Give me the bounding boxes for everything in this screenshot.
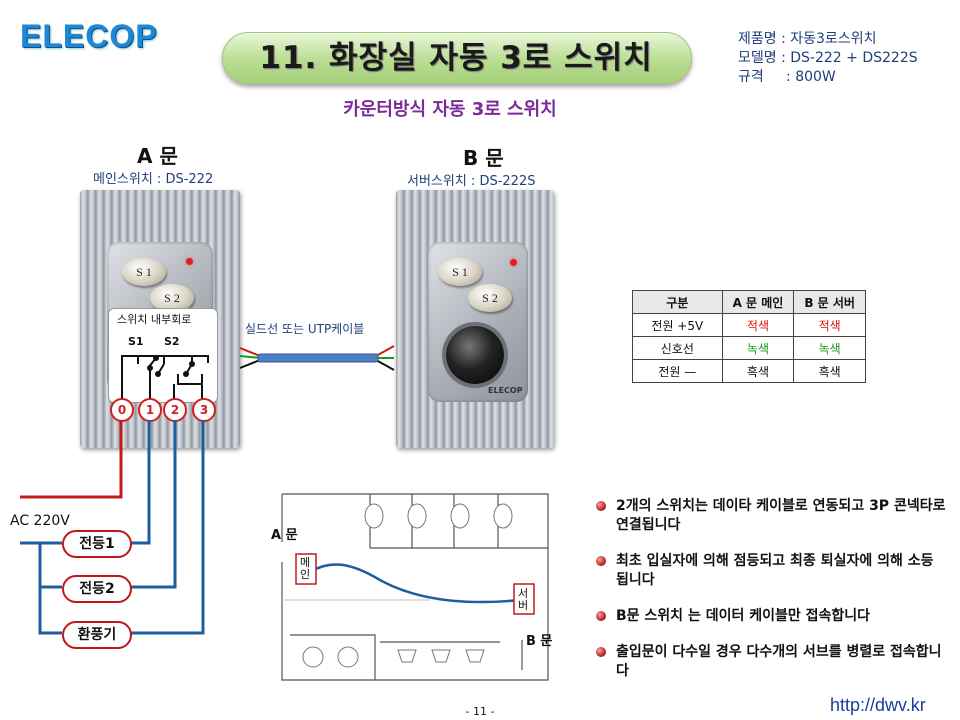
row-a-value: 흑색	[721, 359, 795, 383]
bullet-icon	[596, 501, 606, 511]
bullet-icon	[596, 647, 606, 657]
terminal-1: 1	[138, 398, 162, 422]
row-name: 신호선	[632, 336, 723, 360]
product-name-label: 제품명 :	[738, 31, 786, 47]
model-label: 모델명 :	[738, 50, 786, 66]
note-text: 2개의 스위치는 데이타 케이블로 연동되고 3P 콘넥타로 연결됩니다	[616, 498, 946, 533]
header-category: 구분	[632, 290, 723, 314]
note-item: 최초 입실자에 의해 점등되고 최종 퇴실자에 의해 소등됩니다	[596, 552, 946, 590]
header-b-server: B 문 서버	[793, 290, 866, 314]
plan-door-b: B 문	[526, 634, 553, 649]
title-banner	[222, 32, 692, 84]
note-item: B문 스위치 는 데이터 케이블만 접속합니다	[596, 607, 946, 626]
row-b-value: 적색	[793, 313, 866, 337]
note-text: 최초 입실자에 의해 점등되고 최종 퇴실자에 의해 소등됩니다	[616, 553, 934, 588]
model-value: DS-222 + DS222S	[790, 50, 918, 66]
page-title: 11. 화장실 자동 3로 스위치	[259, 40, 653, 76]
internal-s2-label: S2	[164, 335, 180, 348]
load-lamp-1: 전등1	[62, 530, 132, 558]
switch-b-led	[510, 259, 517, 266]
motion-sensor	[446, 326, 504, 384]
spec-label: 규격	[738, 69, 764, 85]
page-number: - 11 -	[465, 705, 495, 718]
bullet-icon	[596, 556, 606, 566]
product-name-row: 제품명 : 자동3로스위치	[738, 30, 918, 49]
switch-b-s2-button[interactable]: S 2	[468, 284, 512, 312]
row-a-value: 녹색	[721, 336, 795, 360]
internal-circuit-title: 스위치 내부회로	[117, 313, 192, 326]
note-item: 출입문이 다수일 경우 다수개의 서브를 병렬로 접속합니다	[596, 643, 946, 681]
wire-table-header: 구분 A 문 메인 B 문 서버	[632, 290, 866, 314]
spec-value: : 800W	[786, 69, 836, 85]
table-row: 전원 — 흑색 흑색	[632, 359, 866, 383]
door-b-heading: B 문	[463, 146, 504, 170]
data-cable	[239, 345, 395, 371]
brand-logo: ELECOP	[20, 18, 158, 54]
restroom-floor-plan	[281, 490, 560, 681]
door-a-heading: A 문	[137, 144, 178, 168]
row-b-value: 흑색	[793, 359, 866, 383]
load-fan: 환풍기	[62, 621, 132, 649]
bullet-icon	[596, 611, 606, 621]
notes-list: 2개의 스위치는 데이타 케이블로 연동되고 3P 콘넥타로 연결됩니다 최초 …	[596, 497, 946, 698]
door-b-model: 서버스위치 : DS-222S	[407, 174, 536, 189]
spec-row: 규격 : 800W	[738, 68, 918, 87]
switch-a-led	[186, 258, 193, 265]
row-b-value: 녹색	[793, 336, 866, 360]
header-a-main: A 문 메인	[721, 290, 795, 314]
switch-b-s1-button[interactable]: S 1	[438, 258, 482, 286]
internal-circuit-diagram	[121, 355, 209, 402]
website-link[interactable]: http://dwv.kr	[830, 695, 926, 715]
wire-color-table: 구분 A 문 메인 B 문 서버 전원 +5V 적색 적색 신호선 녹색 녹색 …	[632, 290, 866, 383]
switch-b-brand: ELECOP	[488, 386, 523, 395]
load-lamp-2: 전등2	[62, 575, 132, 603]
subtitle: 카운터방식 자동 3로 스위치	[343, 99, 557, 120]
switch-a-s2-button[interactable]: S 2	[150, 284, 194, 312]
table-row: 전원 +5V 적색 적색	[632, 313, 866, 337]
product-name-value: 자동3로스위치	[790, 31, 877, 47]
switch-a-s1-button[interactable]: S 1	[122, 258, 166, 286]
row-name: 전원 +5V	[632, 313, 723, 337]
internal-s1-label: S1	[128, 335, 144, 348]
wiring-diagram	[20, 420, 205, 635]
door-a-model: 메인스위치 : DS-222	[93, 172, 214, 187]
table-row: 신호선 녹색 녹색	[632, 336, 866, 360]
cable-label: 실드선 또는 UTP케이블	[245, 322, 365, 336]
note-text: 출입문이 다수일 경우 다수개의 서브를 병렬로 접속합니다	[616, 644, 942, 679]
model-row: 모델명 : DS-222 + DS222S	[738, 49, 918, 68]
product-info: 제품명 : 자동3로스위치 모델명 : DS-222 + DS222S 규격 :…	[738, 30, 918, 87]
row-a-value: 적색	[721, 313, 795, 337]
power-label: AC 220V	[10, 513, 70, 529]
plan-main-tag: 메인	[299, 556, 311, 581]
note-item: 2개의 스위치는 데이타 케이블로 연동되고 3P 콘넥타로 연결됩니다	[596, 497, 946, 535]
note-text: B문 스위치 는 데이터 케이블만 접속합니다	[616, 608, 871, 624]
terminal-0: 0	[110, 398, 134, 422]
plan-door-a: A 문	[271, 528, 298, 543]
plan-server-tag: 서버	[517, 587, 529, 612]
row-name: 전원 —	[632, 359, 723, 383]
